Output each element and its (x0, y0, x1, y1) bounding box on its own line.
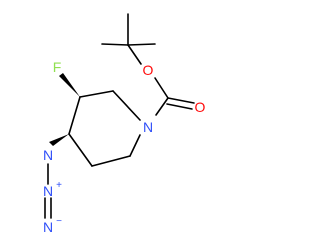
azide-nitrogen-1-label: N (43, 147, 53, 163)
ring-bond-c5-c6 (91, 155, 131, 167)
carbonyl-double-bond-a (167, 97, 195, 104)
carbonyl-oxygen-label: O (195, 99, 206, 115)
c3-fluorine-wedge-bond (59, 73, 80, 97)
ester-oxygen-label: O (143, 62, 154, 78)
ring-bond-n-c6 (129, 134, 141, 157)
oxygen-to-carbonyl-bond (154, 77, 169, 99)
tbu-methyl-left-bond (101, 43, 129, 46)
carbonyl-to-ring-n-bond (155, 97, 169, 116)
ring-bond-c3-c4 (68, 96, 81, 135)
carbonyl-double-bond-b (166, 103, 193, 110)
azide-nitrogen-3-charge: − (56, 216, 62, 227)
ring-bond-n-c2 (112, 90, 141, 121)
tbu-to-oxygen-bond (127, 44, 142, 65)
molecule-structure: O O N F N N + N − (43, 13, 206, 235)
ring-bond-c3-c2 (79, 90, 114, 98)
ring-bond-c4-c5 (68, 133, 93, 167)
azide-nitrogen-3-label: N (43, 219, 53, 235)
c4-azide-wedge-bond (49, 134, 69, 146)
fluorine-label: F (53, 59, 62, 75)
azide-nitrogen-2-label: N (43, 183, 53, 199)
tbu-methyl-right-bond (127, 43, 156, 46)
ring-nitrogen-label: N (143, 119, 153, 135)
azide-nitrogen-2-charge: + (56, 180, 62, 191)
